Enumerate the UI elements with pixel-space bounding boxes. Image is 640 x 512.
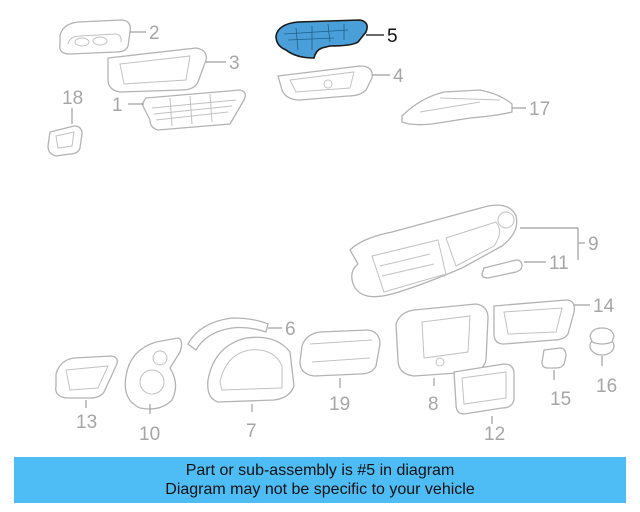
callout-13[interactable]: 13 bbox=[76, 412, 97, 433]
part-6[interactable] bbox=[187, 317, 269, 351]
part-9[interactable] bbox=[349, 204, 518, 298]
part-4[interactable] bbox=[277, 65, 373, 101]
callout-8[interactable]: 8 bbox=[428, 394, 439, 415]
part-5[interactable] bbox=[275, 19, 368, 59]
part-2[interactable] bbox=[59, 19, 131, 55]
banner-line-2: Diagram may not be specific to your vehi… bbox=[165, 481, 475, 498]
part-17[interactable] bbox=[401, 89, 513, 126]
callout-17[interactable]: 17 bbox=[529, 99, 550, 120]
callout-11[interactable]: 11 bbox=[549, 253, 569, 274]
part-8[interactable] bbox=[395, 303, 489, 377]
part-10[interactable] bbox=[124, 337, 183, 410]
callout-5[interactable]: 5 bbox=[387, 26, 398, 47]
part-14[interactable] bbox=[493, 299, 575, 345]
callout-9[interactable]: 9 bbox=[588, 234, 599, 255]
banner-line-1: Part or sub-assembly is #5 in diagram bbox=[185, 462, 455, 479]
part-7[interactable] bbox=[207, 336, 295, 403]
callout-1[interactable]: 1 bbox=[112, 95, 123, 116]
callout-3[interactable]: 3 bbox=[229, 53, 240, 74]
callout-18[interactable]: 18 bbox=[62, 88, 83, 109]
part-12[interactable] bbox=[453, 363, 515, 415]
part-18[interactable] bbox=[47, 125, 83, 157]
part-3[interactable] bbox=[107, 47, 207, 93]
callout-7[interactable]: 7 bbox=[246, 421, 257, 442]
part-16[interactable] bbox=[589, 327, 615, 356]
part-13[interactable] bbox=[55, 355, 118, 399]
callout-6[interactable]: 6 bbox=[285, 319, 296, 340]
part-1[interactable] bbox=[141, 89, 246, 131]
callout-10[interactable]: 10 bbox=[139, 424, 160, 445]
callout-16[interactable]: 16 bbox=[596, 376, 617, 397]
part-11[interactable] bbox=[481, 259, 523, 279]
part-19[interactable] bbox=[299, 329, 381, 377]
parts-diagram: 2 3 1 18 5 4 17 bbox=[47, 19, 617, 445]
callout-2[interactable]: 2 bbox=[149, 23, 160, 44]
callout-12[interactable]: 12 bbox=[484, 424, 505, 445]
callout-19[interactable]: 19 bbox=[329, 394, 350, 415]
info-banner: Part or sub-assembly is #5 in diagram Di… bbox=[14, 457, 626, 503]
callout-15[interactable]: 15 bbox=[550, 389, 571, 410]
part-15[interactable] bbox=[541, 347, 567, 369]
callout-4[interactable]: 4 bbox=[393, 66, 404, 87]
callout-14[interactable]: 14 bbox=[593, 296, 615, 317]
